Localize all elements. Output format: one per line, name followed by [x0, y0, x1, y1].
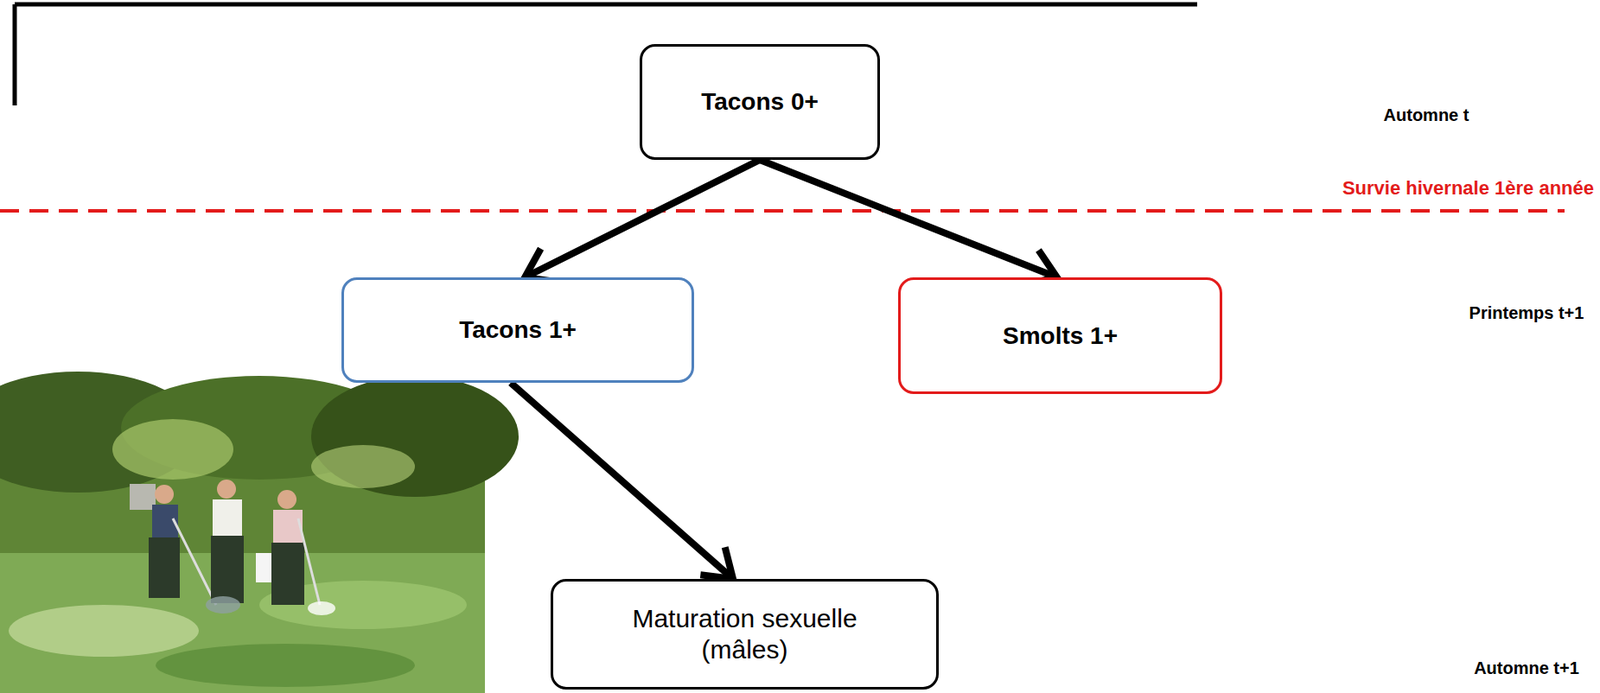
dashed-separator [0, 209, 1565, 213]
photo-waders [271, 542, 305, 606]
photo-net [307, 601, 336, 616]
arrow-shaft [524, 159, 760, 278]
photo-shirt [212, 499, 243, 540]
photo-weeds [155, 643, 415, 688]
box-label: Maturation sexuelle (mâles) [606, 603, 884, 666]
time-label: Printemps t+1 [1469, 303, 1585, 324]
photo-head [154, 484, 174, 504]
box-label: Smolts 1+ [1002, 321, 1118, 351]
photo-shirt [273, 509, 303, 547]
photo-reflection [8, 605, 199, 657]
photo-foliage [112, 419, 234, 480]
process-box: Maturation sexuelle (mâles) [550, 579, 939, 690]
process-box: Tacons 0+ [639, 44, 880, 160]
time-label: Automne t [1383, 105, 1470, 126]
photo-waders [210, 535, 244, 604]
photo-tree [311, 376, 519, 498]
arrow-head [700, 547, 734, 580]
photo-pole [298, 518, 320, 606]
photo-person [205, 479, 279, 614]
photo-head [216, 479, 236, 499]
box-label: Tacons 0+ [701, 87, 819, 117]
box-label: Tacons 1+ [458, 315, 577, 345]
photo-head [277, 490, 297, 510]
field-photo [0, 371, 519, 693]
photo-waders [148, 537, 180, 599]
photo-person [129, 484, 217, 606]
photo-net [205, 596, 241, 614]
process-box: Smolts 1+ [898, 277, 1223, 395]
time-label: Automne t+1 [1473, 658, 1580, 679]
arrow-connector [759, 159, 1058, 285]
photo-backpack [129, 484, 156, 510]
photo-person [271, 490, 336, 616]
time-label: Survie hivernale 1ère année [1342, 177, 1594, 200]
arrow-shaft [510, 382, 734, 580]
photo-pole [172, 518, 217, 606]
arrow-connector [524, 159, 760, 282]
corner-bracket [14, 4, 1198, 106]
process-box: Tacons 1+ [341, 277, 695, 383]
photo-foliage [311, 445, 415, 489]
arrow-connector [510, 382, 734, 580]
arrow-shaft [759, 159, 1058, 278]
